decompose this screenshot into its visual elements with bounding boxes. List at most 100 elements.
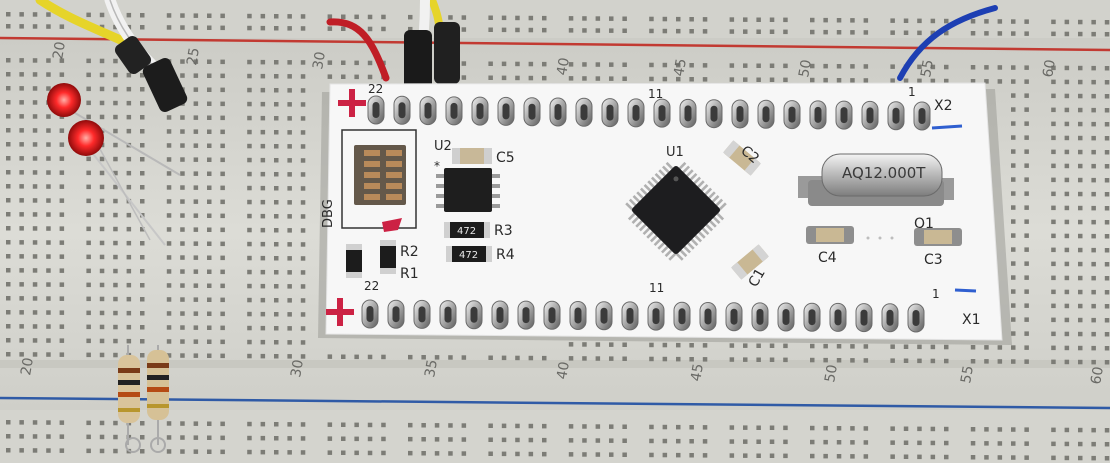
breadboard-hole (1011, 205, 1016, 210)
breadboard-hole (247, 353, 252, 359)
header-pad-hole (736, 106, 744, 122)
breadboard-hole (140, 87, 145, 92)
breadboard-hole (140, 421, 145, 426)
breadboard-hole (729, 29, 735, 34)
breadboard-hole (126, 282, 132, 288)
breadboard-hole (970, 427, 976, 432)
breadboard-hole (19, 226, 24, 231)
breadboard-hole (1024, 275, 1029, 280)
breadboard-hole (220, 199, 225, 205)
breadboard-hole (1091, 121, 1096, 127)
breadboard-hole (287, 340, 292, 345)
breadboard-hole (247, 297, 252, 303)
breadboard-hole (1104, 332, 1110, 337)
breadboard-hole (1051, 455, 1056, 461)
breadboard-hole (769, 343, 775, 348)
breadboard-hole (193, 143, 199, 148)
breadboard-hole (1011, 261, 1016, 266)
breadboard-hole (1104, 318, 1110, 323)
breadboard-hole (984, 441, 989, 446)
breadboard-hole (140, 199, 145, 204)
breadboard-hole (180, 449, 185, 454)
breadboard-hole (783, 63, 788, 69)
breadboard-hole (662, 356, 668, 362)
breadboard-hole (1104, 150, 1110, 155)
breadboard-hole (193, 171, 199, 176)
breadboard-hole (180, 241, 185, 246)
breadboard-hole (19, 86, 24, 91)
breadboard-hole (1064, 261, 1070, 267)
breadboard-hole (1064, 455, 1070, 461)
breadboard-hole (903, 440, 909, 445)
breadboard-hole (300, 340, 306, 345)
dbg-connector-outline (341, 129, 417, 229)
breadboard-hole (1091, 107, 1096, 113)
breadboard-hole (220, 115, 225, 121)
breadboard-hole (1011, 331, 1016, 336)
breadboard-hole (1064, 31, 1070, 37)
breadboard-hole (501, 437, 507, 443)
breadboard-hole (126, 170, 132, 176)
breadboard-hole (461, 75, 467, 80)
breadboard-hole (46, 58, 51, 63)
breadboard-hole (917, 454, 922, 460)
breadboard-hole (903, 426, 909, 431)
breadboard-hole (729, 439, 735, 444)
breadboard-hole (247, 449, 252, 455)
breadboard-hole (6, 268, 11, 273)
breadboard-hole (1078, 31, 1083, 37)
breadboard-hole (595, 452, 601, 457)
breadboard-hole (113, 24, 118, 30)
breadboard-hole (6, 420, 11, 425)
breadboard-hole (86, 86, 91, 92)
breadboard-hole (702, 453, 708, 458)
breadboard-hole (32, 282, 38, 287)
breadboard-hole (542, 437, 547, 443)
breadboard-hole (99, 240, 105, 246)
breadboard-hole (662, 28, 668, 34)
breadboard-hole (207, 435, 212, 440)
breadboard-hole (810, 29, 815, 35)
breadboard-hole (1024, 177, 1029, 182)
breadboard-hole (702, 17, 708, 22)
breadboard-hole (528, 15, 534, 21)
breadboard-hole (193, 87, 199, 92)
breadboard-hole (1091, 247, 1096, 253)
breadboard-hole (917, 18, 922, 24)
breadboard-hole (903, 358, 909, 363)
breadboard-hole (408, 450, 413, 456)
breadboard-hole (434, 451, 440, 456)
breadboard-hole (260, 255, 266, 261)
breadboard-hole (193, 283, 199, 288)
breadboard-hole (113, 420, 118, 426)
breadboard-hole (59, 170, 65, 175)
breadboard-hole (6, 296, 11, 301)
breadboard-hole (140, 227, 145, 232)
breadboard-hole (488, 437, 493, 442)
breadboard-hole (488, 451, 493, 456)
breadboard-hole (207, 241, 212, 246)
breadboard-hole (32, 156, 38, 161)
breadboard-hole (944, 344, 949, 350)
breadboard-hole (1051, 345, 1056, 351)
breadboard-hole (59, 58, 65, 63)
breadboard-hole (327, 26, 333, 31)
breadboard-hole (274, 186, 279, 191)
breadboard-hole (850, 18, 855, 23)
breadboard-hole (622, 76, 627, 81)
breadboard-hole (140, 171, 145, 176)
breadboard-hole (247, 435, 252, 441)
breadboard-hole (86, 212, 91, 218)
breadboard-hole (46, 72, 51, 77)
breadboard-hole (863, 78, 869, 83)
breadboard-hole (220, 269, 225, 275)
breadboard-hole (86, 114, 91, 120)
breadboard-hole (1011, 19, 1016, 24)
header-pad-hole (528, 103, 536, 120)
breadboard-hole (568, 28, 574, 33)
breadboard-hole (970, 65, 976, 70)
breadboard-hole (126, 114, 132, 120)
breadboard-hole (930, 344, 936, 350)
breadboard-hole (274, 284, 279, 289)
breadboard-hole (6, 254, 11, 259)
